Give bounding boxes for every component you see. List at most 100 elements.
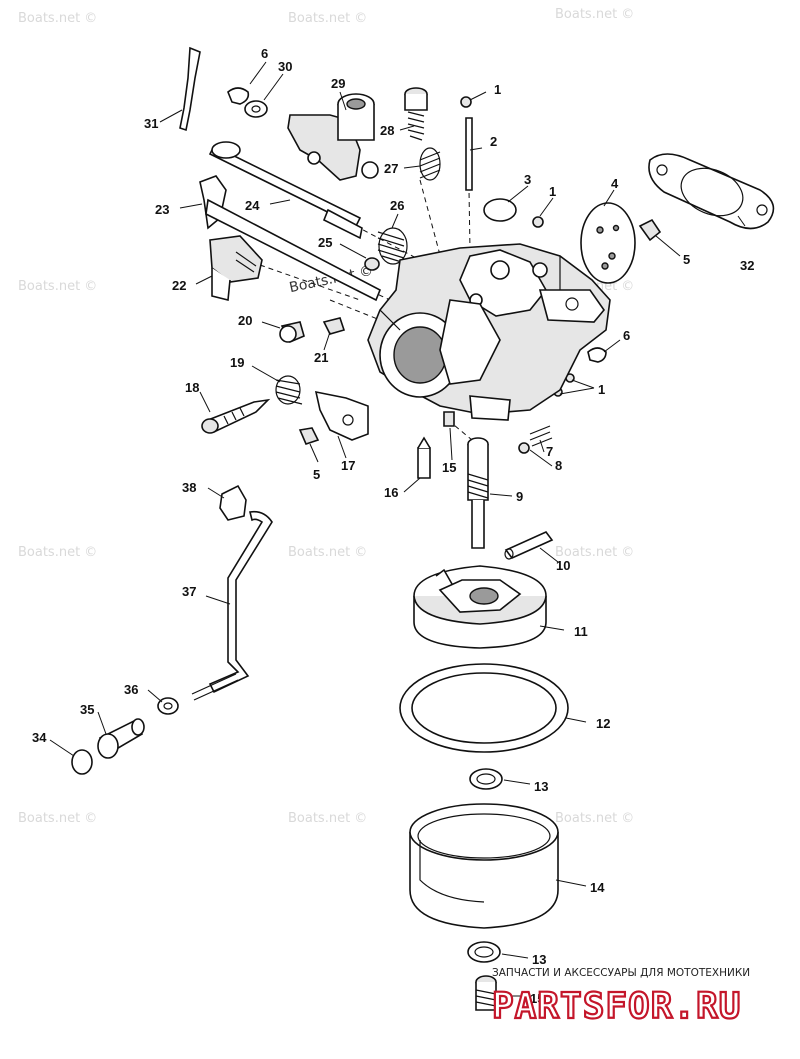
part-5-screw <box>298 218 662 445</box>
callout-label: 25 <box>318 235 332 250</box>
part-7-spring <box>529 425 553 447</box>
watermark-layer: Boats.net © Boats.net © Boats.net © Boat… <box>18 7 634 826</box>
part-20-spring <box>275 375 303 405</box>
watermark: Boats.net © <box>18 811 97 826</box>
callout-label: 7 <box>546 444 553 459</box>
part-22-jet <box>322 317 346 335</box>
part-24-bracket <box>199 175 382 302</box>
brand-logo: PARTSFOR.RU <box>492 986 741 1027</box>
part-11-float <box>413 565 547 649</box>
part-18-plate <box>314 390 369 441</box>
callout-label: 31 <box>144 116 158 131</box>
part-36-bushing <box>157 697 179 715</box>
callout-label: 9 <box>516 489 523 504</box>
watermark: Boats.net © <box>18 279 97 294</box>
callout-label: 6 <box>261 46 268 61</box>
callout-label: 29 <box>331 76 345 91</box>
watermark: Boats.net © <box>555 545 634 560</box>
callout-label: 11 <box>574 624 588 639</box>
part-25-shaft <box>208 141 363 240</box>
callout-label: 20 <box>238 313 252 328</box>
part-6-clip <box>227 87 250 105</box>
callout-label: 6 <box>623 328 630 343</box>
part-19-needle <box>201 398 271 434</box>
watermark: Boats.net © <box>288 11 367 26</box>
carburetor-body <box>367 243 611 421</box>
part-12-gasket <box>399 663 569 753</box>
watermark: Boats.net © <box>288 545 367 560</box>
callout-label: 36 <box>124 682 138 697</box>
watermark: Boats.net © <box>555 7 634 22</box>
callout-label: 13 <box>532 952 546 967</box>
part-38-clip <box>219 484 247 521</box>
callout-label: 18 <box>185 380 199 395</box>
part-34-cap <box>71 749 93 775</box>
part-21-plug <box>279 321 305 344</box>
part-10-pin <box>504 531 554 560</box>
callout-label: 1 <box>598 382 605 397</box>
callout-label: 24 <box>245 198 260 213</box>
callout-label: 12 <box>596 716 610 731</box>
part-37-rod <box>191 510 273 701</box>
part-17-needle <box>417 436 431 479</box>
part-6-clip <box>587 347 607 363</box>
callout-label: 1 <box>549 184 556 199</box>
part-26-nut <box>364 257 380 271</box>
callout-label: 2 <box>490 134 497 149</box>
footer-tagline: ЗАПЧАСТИ И АКСЕССУАРЫ ДЛЯ МОТОТЕХНИКИ <box>492 967 750 979</box>
part-29-screw <box>404 87 428 141</box>
part-2-pin <box>465 117 473 191</box>
part-30-fitting <box>287 93 379 181</box>
callout-label: 28 <box>380 123 394 138</box>
part-13-washer <box>467 768 503 963</box>
callout-label: 15 <box>530 991 544 1006</box>
part-27-spring <box>377 227 409 265</box>
callout-label: 30 <box>278 59 292 74</box>
callout-label: 15 <box>442 460 456 475</box>
part-15-screw <box>475 975 497 1011</box>
callout-label: 34 <box>32 730 47 745</box>
callout-label: 23 <box>155 202 169 217</box>
callout-label: 13 <box>534 779 548 794</box>
leader-lines <box>49 61 746 997</box>
callout-label: 14 <box>590 880 605 895</box>
callout-label: 3 <box>524 172 531 187</box>
part-4-plate <box>580 202 636 284</box>
callout-label: 21 <box>314 350 328 365</box>
part-32-link-rod <box>179 46 201 132</box>
callout-label: 17 <box>341 458 355 473</box>
part-23-elbow <box>209 235 263 302</box>
callout-label: 4 <box>611 176 619 191</box>
callout-label: 35 <box>80 702 94 717</box>
callout-label: 38 <box>182 480 196 495</box>
part-1-ball <box>460 96 575 397</box>
callout-label: 32 <box>740 258 754 273</box>
watermark: Boats.net © <box>18 545 97 560</box>
part-14-bowl <box>409 803 559 929</box>
callout-label: 1 <box>494 82 501 97</box>
part-3-plug <box>483 198 517 222</box>
part-9-stem <box>467 437 489 549</box>
part-16-nozzle <box>443 411 455 427</box>
watermark: Boats.net © <box>18 11 97 26</box>
part-35-knob <box>97 718 145 759</box>
callout-label: 8 <box>555 458 562 473</box>
part-31-washer <box>244 100 268 118</box>
callout-label: 5 <box>313 467 320 482</box>
watermark: Boats.net © <box>288 811 367 826</box>
part-8-ball <box>518 442 530 454</box>
part-28-spring <box>419 147 441 181</box>
callout-labels: 6 30 29 31 28 27 1 2 3 1 4 5 32 23 24 26… <box>32 46 754 1006</box>
part-33-gasket <box>648 153 775 230</box>
callout-label: 19 <box>230 355 244 370</box>
watermark: Boats.net © <box>555 811 634 826</box>
callout-label: 22 <box>172 278 186 293</box>
callout-label: 16 <box>384 485 398 500</box>
callout-label: 10 <box>556 558 570 573</box>
callout-label: 5 <box>683 252 690 267</box>
footer-banner: ЗАПЧАСТИ И АКСЕССУАРЫ ДЛЯ МОТОТЕХНИКИ PA… <box>491 967 750 1028</box>
callout-label: 26 <box>390 198 404 213</box>
callout-label: 27 <box>384 161 398 176</box>
callout-label: 37 <box>182 584 196 599</box>
